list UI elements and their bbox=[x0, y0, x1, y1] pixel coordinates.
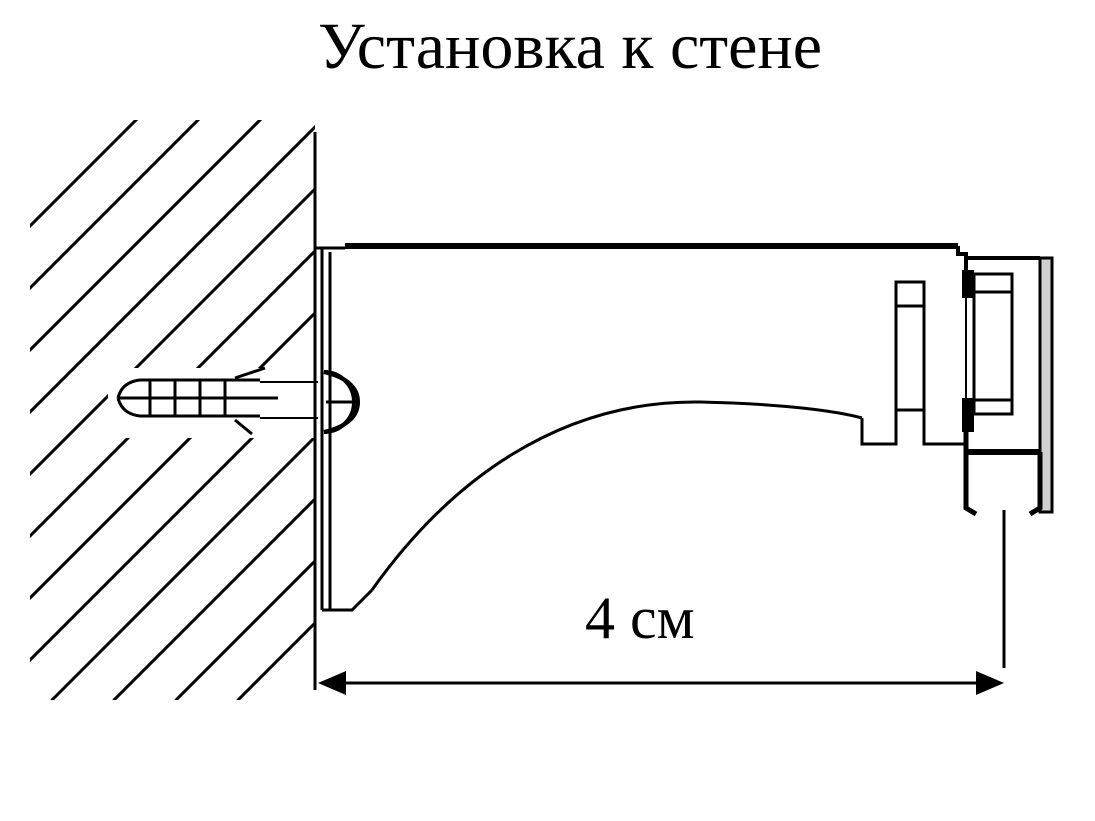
diagram-title: Установка к стене bbox=[318, 10, 822, 83]
bracket-body bbox=[316, 243, 968, 612]
dimension-label: 4 см bbox=[585, 585, 695, 651]
dowel-icon bbox=[116, 366, 278, 436]
rail-profile bbox=[962, 256, 1054, 517]
arrow-right-icon bbox=[976, 671, 1004, 695]
arrow-left-icon bbox=[318, 671, 346, 695]
dimension-line bbox=[318, 510, 1006, 695]
